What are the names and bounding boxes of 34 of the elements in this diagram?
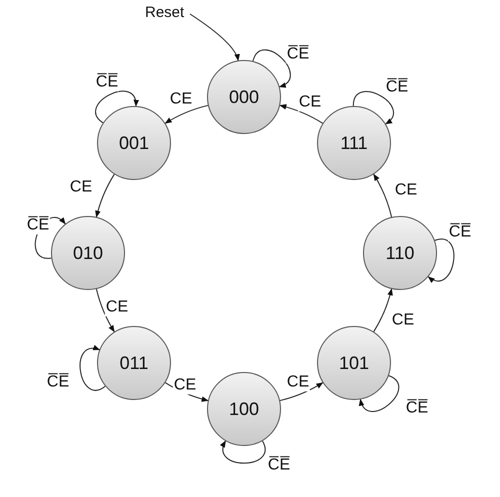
edge-label: C̅E̅ bbox=[94, 72, 120, 92]
self-loop-arrow bbox=[360, 375, 400, 412]
transition-arrow bbox=[373, 288, 393, 332]
state-label: 010 bbox=[72, 242, 104, 264]
transition-arrow bbox=[279, 104, 324, 124]
state-circle bbox=[97, 106, 171, 180]
state-label: 001 bbox=[118, 132, 150, 154]
self-loop-arrow bbox=[80, 346, 106, 391]
reset-label: Reset bbox=[145, 4, 184, 21]
state-label: 101 bbox=[338, 352, 370, 374]
self-loop-arrow bbox=[352, 91, 394, 124]
state-label: 100 bbox=[228, 398, 260, 420]
edge-label: C̅E̅ bbox=[448, 222, 472, 242]
edge-label: CE bbox=[286, 372, 310, 392]
transition-arrow bbox=[280, 382, 324, 402]
transition-arrow bbox=[96, 288, 115, 332]
self-loop-arrow bbox=[220, 440, 266, 464]
edge-label: C̅E̅ bbox=[286, 44, 310, 64]
edge-label: CE bbox=[298, 92, 322, 112]
state-label: 000 bbox=[228, 86, 260, 108]
state-label: 111 bbox=[340, 132, 368, 154]
state-label: 110 bbox=[386, 242, 414, 264]
transition-arrow bbox=[95, 174, 115, 218]
self-loop-arrow bbox=[252, 49, 291, 88]
edge-label: CE bbox=[172, 375, 198, 395]
transition-arrow bbox=[190, 14, 240, 62]
edge-label: C̅E̅ bbox=[26, 215, 50, 235]
self-loop-arrow bbox=[95, 90, 138, 124]
state-circle bbox=[317, 106, 391, 180]
self-loop-arrow bbox=[428, 238, 454, 282]
transition-arrow bbox=[373, 174, 392, 218]
edge-label: CE bbox=[104, 297, 130, 317]
transition-arrow bbox=[164, 104, 208, 124]
state-label: 011 bbox=[120, 352, 148, 374]
